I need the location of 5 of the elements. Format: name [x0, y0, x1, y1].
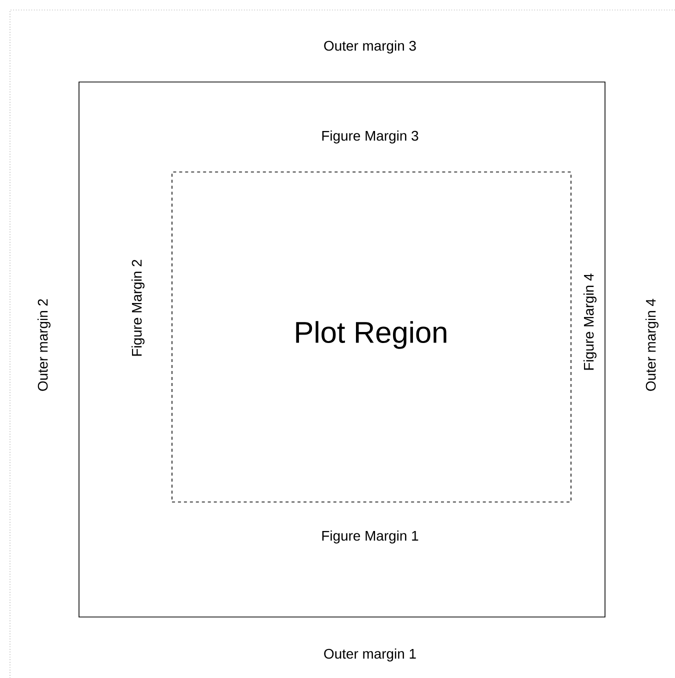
margin-label: Outer margin 3	[324, 40, 416, 54]
margin-label: Outer margin 1	[324, 648, 416, 662]
margin-label: Outer margin 4	[646, 298, 658, 391]
plot-region-box: Plot Region	[172, 172, 572, 502]
margin-label: Outer margin 2	[38, 299, 50, 391]
